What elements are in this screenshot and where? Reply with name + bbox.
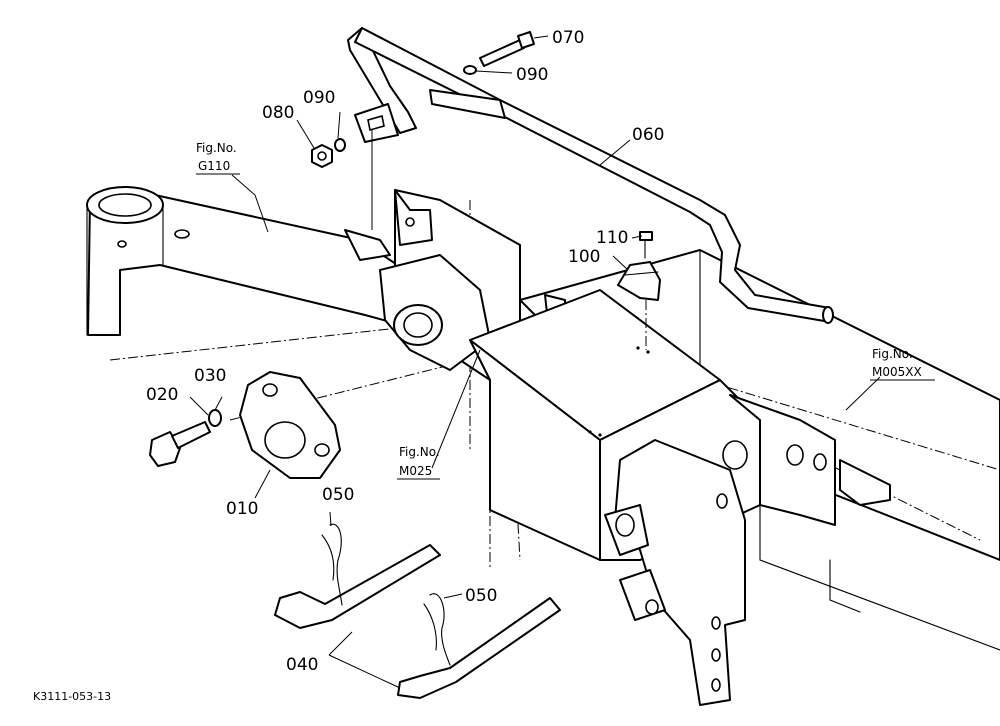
leader-lines bbox=[189, 35, 881, 689]
pin-040-left bbox=[274, 544, 441, 629]
figure-references: Fig.No. G110 Fig.No. M025 Fig.No. M005XX bbox=[196, 141, 935, 480]
label-050-left: 050 bbox=[322, 485, 354, 505]
pin-040-right bbox=[397, 597, 561, 699]
label-010: 010 bbox=[226, 499, 258, 519]
clip-100 bbox=[617, 261, 661, 301]
label-090-upper: 090 bbox=[516, 65, 548, 85]
flange-plate-010 bbox=[239, 371, 341, 479]
drawbar-bracket bbox=[604, 394, 891, 706]
label-070: 070 bbox=[552, 28, 584, 48]
linch-pin-050-left bbox=[321, 523, 343, 606]
part-labels: 070 090 080 090 060 110 100 020 030 010 … bbox=[146, 28, 664, 675]
fig-ref-m005xx-line2: M005XX bbox=[872, 365, 922, 379]
bolt-020 bbox=[149, 421, 211, 467]
label-110: 110 bbox=[596, 228, 628, 248]
label-040: 040 bbox=[286, 655, 318, 675]
linch-pin-050-right bbox=[423, 593, 451, 666]
label-050-right: 050 bbox=[465, 586, 497, 606]
label-080: 080 bbox=[262, 103, 294, 123]
fig-ref-g110-line2: G110 bbox=[198, 159, 230, 173]
bolt-070 bbox=[479, 31, 535, 67]
fig-ref-g110-line1: Fig.No. bbox=[196, 141, 237, 155]
washer-030 bbox=[208, 409, 222, 427]
nut-080 bbox=[311, 144, 333, 168]
screw-110 bbox=[639, 231, 653, 354]
fig-ref-m005xx-line1: Fig.No. bbox=[872, 347, 913, 361]
label-090-lower: 090 bbox=[303, 88, 335, 108]
washer-090-lower bbox=[334, 138, 346, 152]
axle-arm-housing bbox=[86, 186, 421, 336]
fig-ref-m025-line2: M025 bbox=[399, 464, 432, 478]
label-020: 020 bbox=[146, 385, 178, 405]
label-030: 030 bbox=[194, 366, 226, 386]
washer-090-upper bbox=[463, 65, 477, 75]
drawing-id: K3111-053-13 bbox=[33, 690, 111, 703]
fig-ref-m025-line1: Fig.No. bbox=[399, 445, 440, 459]
label-060: 060 bbox=[632, 125, 664, 145]
label-100: 100 bbox=[568, 247, 600, 267]
control-rod-060 bbox=[347, 27, 834, 324]
